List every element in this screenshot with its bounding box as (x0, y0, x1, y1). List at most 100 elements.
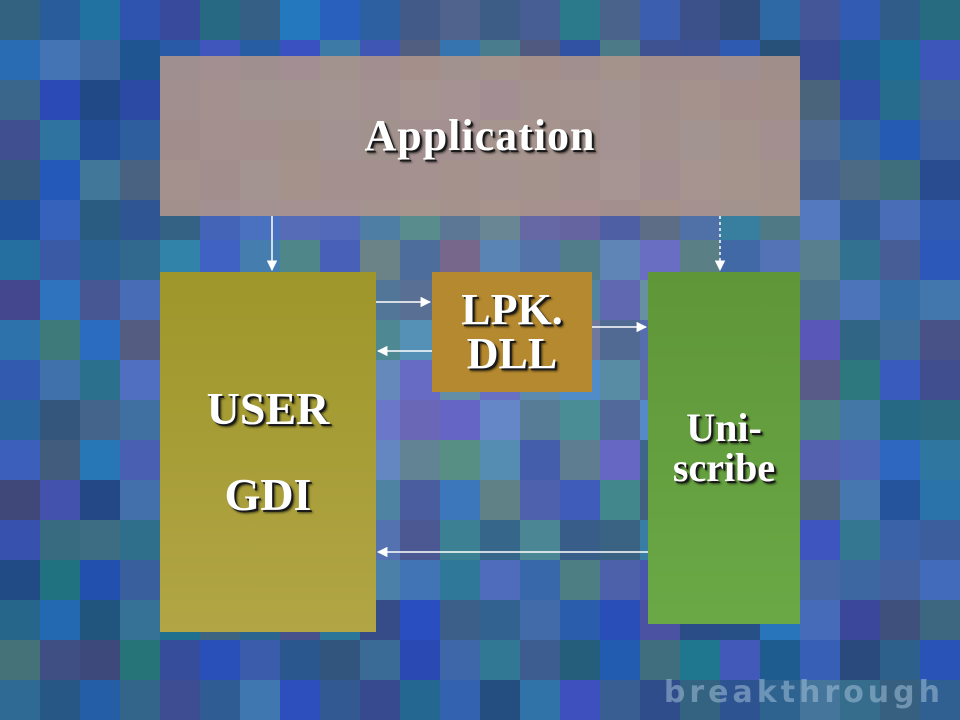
mosaic-tile (80, 680, 120, 720)
user-gdi-box: USER GDI (160, 272, 376, 632)
mosaic-tile (880, 680, 920, 720)
gdi-label: GDI (224, 469, 312, 520)
mosaic-tile (200, 680, 240, 720)
breakthrough-logo: breakthrough (663, 675, 944, 710)
mosaic-tile (800, 480, 840, 520)
mosaic-tile (600, 280, 640, 320)
mosaic-tile (720, 640, 760, 680)
mosaic-tile (920, 520, 960, 560)
mosaic-tile (840, 400, 880, 440)
mosaic-tile (760, 0, 800, 40)
mosaic-tile (880, 520, 920, 560)
mosaic-tile (800, 600, 840, 640)
mosaic-tile (120, 480, 160, 520)
mosaic-tile (40, 120, 80, 160)
mosaic-tile (40, 640, 80, 680)
mosaic-tile (120, 360, 160, 400)
mosaic-tile (920, 240, 960, 280)
mosaic-tile (0, 240, 40, 280)
mosaic-tile (440, 680, 480, 720)
mosaic-tile (880, 280, 920, 320)
mosaic-tile (600, 400, 640, 440)
mosaic-tile (600, 240, 640, 280)
mosaic-tile (600, 320, 640, 360)
mosaic-tile (840, 440, 880, 480)
mosaic-tile (760, 680, 800, 720)
mosaic-tile (520, 480, 560, 520)
mosaic-tile (440, 0, 480, 40)
mosaic-tile (240, 680, 280, 720)
mosaic-tile (440, 600, 480, 640)
mosaic-tile (840, 560, 880, 600)
mosaic-tile (840, 160, 880, 200)
mosaic-tile (920, 280, 960, 320)
mosaic-tile (0, 80, 40, 120)
mosaic-tile (0, 280, 40, 320)
mosaic-tile (480, 600, 520, 640)
mosaic-tile (880, 240, 920, 280)
mosaic-tile (120, 640, 160, 680)
mosaic-tile (200, 0, 240, 40)
mosaic-tile (0, 560, 40, 600)
mosaic-tile (40, 280, 80, 320)
mosaic-tile (640, 640, 680, 680)
mosaic-tile (360, 0, 400, 40)
mosaic-tile (80, 40, 120, 80)
mosaic-tile (800, 80, 840, 120)
mosaic-tile (600, 440, 640, 480)
mosaic-tile (40, 320, 80, 360)
mosaic-tile (40, 160, 80, 200)
mosaic-tile (400, 600, 440, 640)
mosaic-tile (440, 400, 480, 440)
mosaic-tile (80, 280, 120, 320)
mosaic-tile (920, 200, 960, 240)
lpk-label: LPK. (461, 285, 563, 334)
mosaic-tile (560, 440, 600, 480)
mosaic-tile (0, 400, 40, 440)
mosaic-tile (320, 680, 360, 720)
mosaic-tile (880, 440, 920, 480)
mosaic-tile (360, 680, 400, 720)
mosaic-tile (440, 560, 480, 600)
mosaic-tile (880, 80, 920, 120)
mosaic-tile (840, 240, 880, 280)
mosaic-tile (800, 200, 840, 240)
mosaic-tile (680, 680, 720, 720)
mosaic-tile (880, 160, 920, 200)
mosaic-tile (920, 320, 960, 360)
mosaic-tile (840, 480, 880, 520)
mosaic-tile (920, 480, 960, 520)
dll-label: DLL (466, 329, 558, 378)
mosaic-tile (0, 120, 40, 160)
mosaic-tile (600, 520, 640, 560)
mosaic-tile (120, 0, 160, 40)
mosaic-tile (520, 440, 560, 480)
mosaic-tile (880, 200, 920, 240)
mosaic-tile (600, 560, 640, 600)
mosaic-tile (880, 0, 920, 40)
mosaic-tile (920, 360, 960, 400)
mosaic-tile (760, 640, 800, 680)
mosaic-tile (80, 600, 120, 640)
mosaic-tile (400, 680, 440, 720)
mosaic-tile (120, 240, 160, 280)
mosaic-tile (400, 480, 440, 520)
mosaic-tile (280, 640, 320, 680)
mosaic-tile (240, 0, 280, 40)
mosaic-tile (0, 480, 40, 520)
mosaic-tile (480, 560, 520, 600)
mosaic-tile (600, 680, 640, 720)
mosaic-tile (0, 200, 40, 240)
mosaic-tile (800, 520, 840, 560)
mosaic-tile (200, 640, 240, 680)
mosaic-tile (0, 680, 40, 720)
mosaic-tile (800, 0, 840, 40)
mosaic-tile (800, 120, 840, 160)
mosaic-tile (880, 400, 920, 440)
mosaic-tile (840, 320, 880, 360)
mosaic-tile (560, 0, 600, 40)
scribe-label: scribe (672, 445, 776, 490)
mosaic-tile (80, 480, 120, 520)
mosaic-tile (520, 520, 560, 560)
mosaic-tile (920, 40, 960, 80)
